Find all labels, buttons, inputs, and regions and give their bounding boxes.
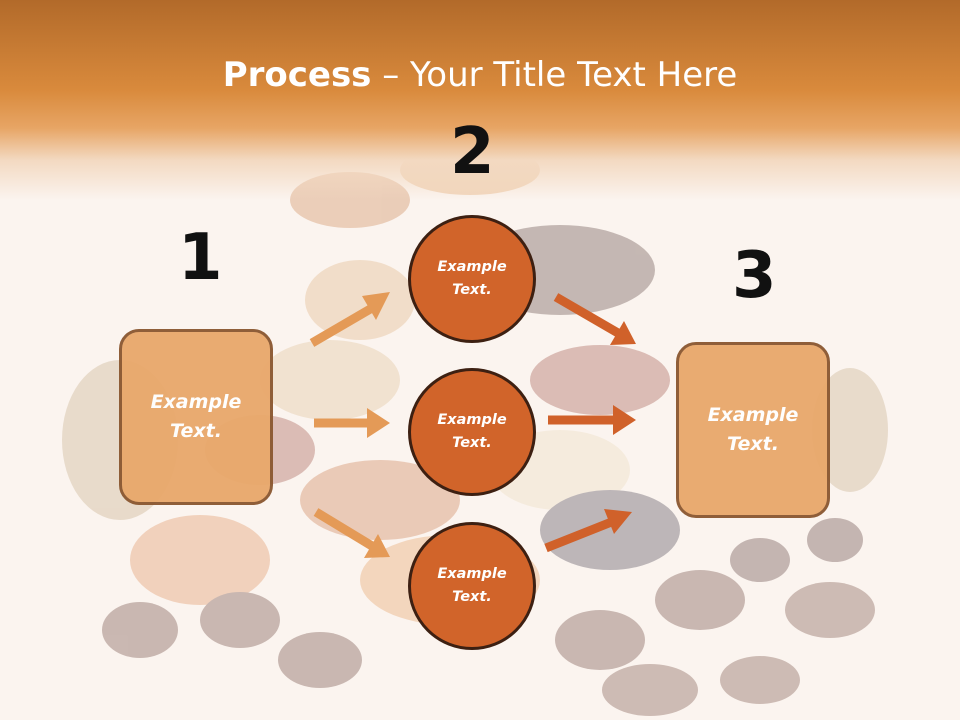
circle-top-text: Example Text. — [437, 259, 507, 298]
title-bold: Process — [222, 55, 372, 95]
step-box-left: Example Text. — [119, 329, 273, 505]
step-box-left-text: Example Text. — [150, 391, 242, 442]
circle-middle: Example Text. — [408, 368, 536, 496]
arrow-left-to-top — [309, 292, 390, 347]
slide-title: Process – Your Title Text Here — [0, 52, 960, 98]
arrow-middle-to-right — [548, 405, 636, 435]
circle-bottom-text: Example Text. — [437, 566, 507, 605]
step-number-1: 1 — [178, 221, 223, 295]
step-number-3: 3 — [732, 239, 777, 313]
circle-middle-text: Example Text. — [437, 412, 507, 451]
step-number-2: 2 — [450, 115, 495, 189]
circle-top: Example Text. — [408, 215, 536, 343]
arrow-bottom-to-right — [544, 509, 632, 553]
arrow-top-to-right — [553, 293, 636, 345]
header-band — [0, 0, 960, 200]
title-rest: – Your Title Text Here — [371, 55, 738, 95]
circle-bottom: Example Text. — [408, 522, 536, 650]
arrow-left-to-middle — [314, 408, 390, 438]
arrow-left-to-bottom — [313, 508, 390, 558]
step-box-right-text: Example Text. — [707, 404, 799, 455]
step-box-right: Example Text. — [676, 342, 830, 518]
